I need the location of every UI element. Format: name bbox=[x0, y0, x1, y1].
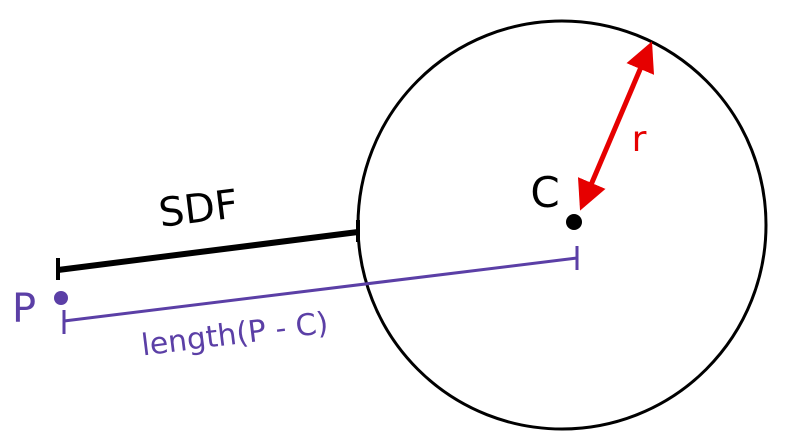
center-c-label: C bbox=[530, 168, 559, 217]
distance-label: length(P - C) bbox=[139, 306, 330, 364]
sdf-label: SDF bbox=[156, 181, 240, 236]
circle-outline bbox=[356, 19, 768, 431]
center-c-dot bbox=[566, 214, 582, 230]
radius-label: r bbox=[632, 119, 647, 160]
radius-arrow bbox=[577, 41, 655, 211]
point-p-dot bbox=[54, 291, 68, 305]
point-p-label: P bbox=[12, 286, 36, 332]
sdf-segment bbox=[57, 229, 359, 273]
distance-segment bbox=[63, 256, 578, 323]
